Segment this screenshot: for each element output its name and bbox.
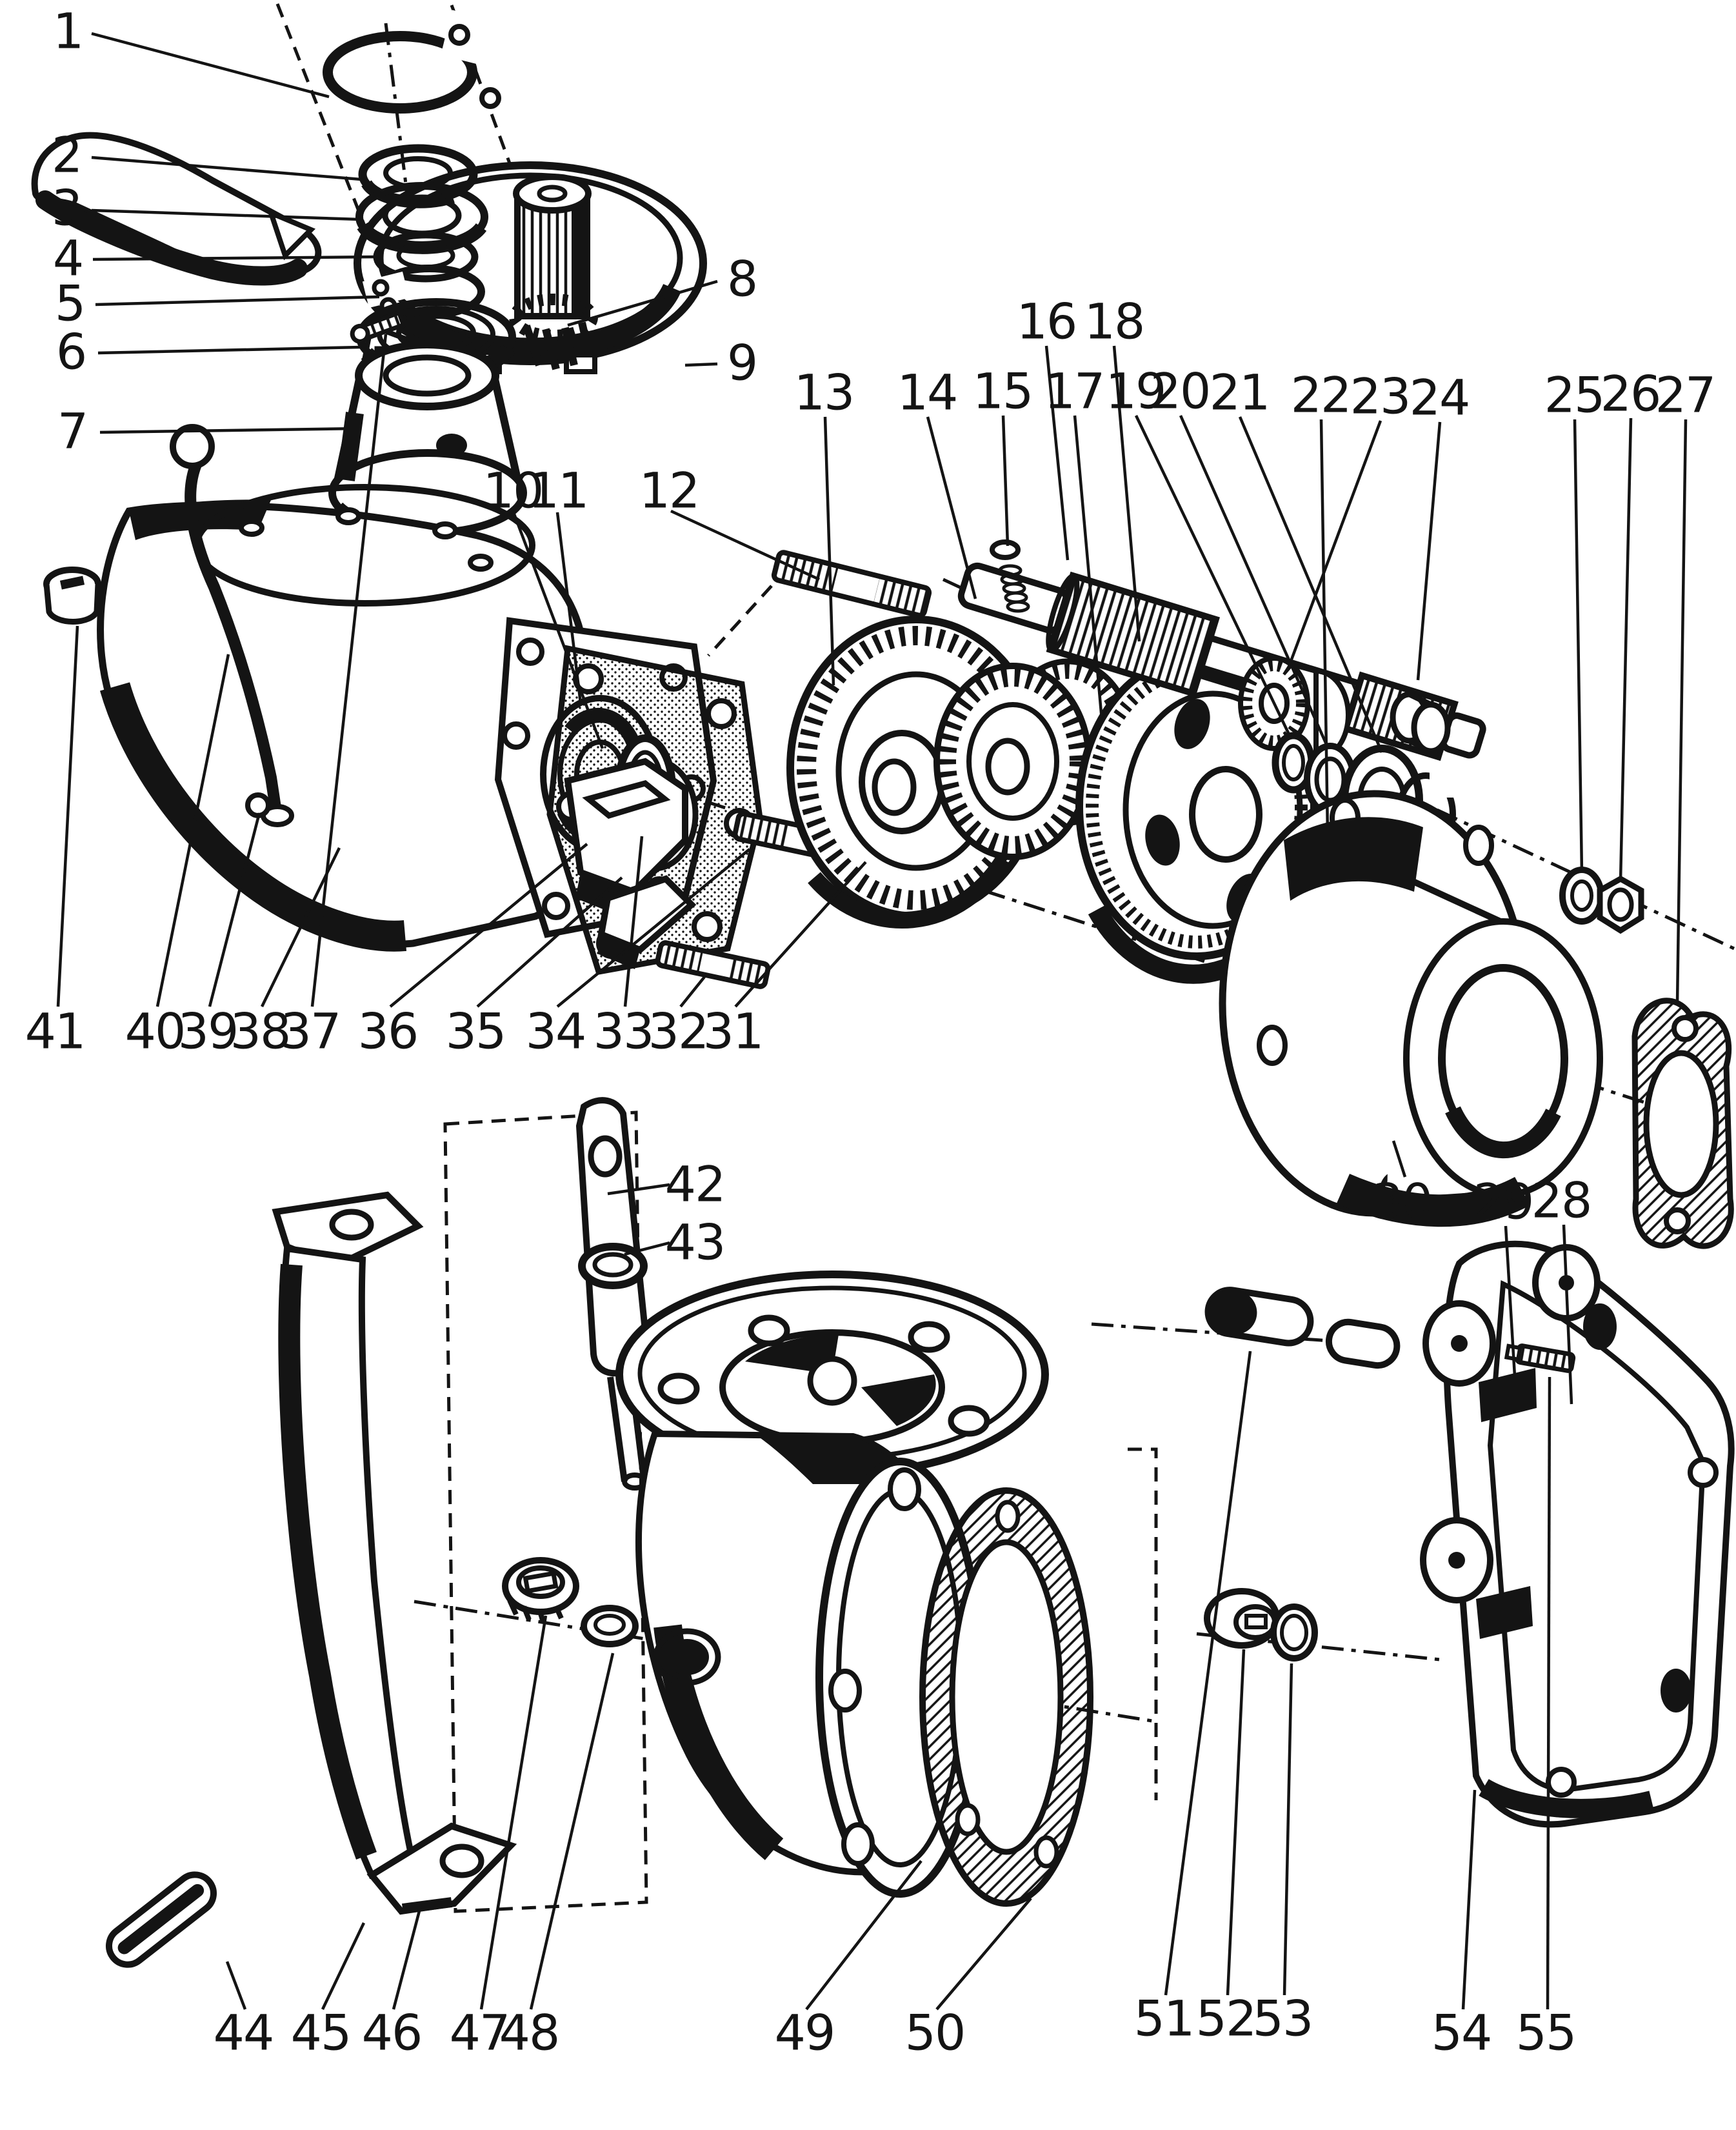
part-label-2: 2 xyxy=(52,126,81,184)
part-label-10: 10 xyxy=(483,462,543,519)
part-label-51: 51 xyxy=(1134,1990,1194,2047)
selector-rod-40 xyxy=(170,424,294,827)
part-label-54: 54 xyxy=(1432,2004,1492,2062)
part-label-16: 16 xyxy=(1017,293,1077,350)
part-number-labels: 1 2 3 4 5 6 7 8 9 10 11 12 13 14 15 16 1… xyxy=(25,3,1717,2062)
part-label-27: 27 xyxy=(1655,367,1715,424)
part-label-6: 6 xyxy=(56,323,86,381)
pivot-pin-39 xyxy=(245,792,271,818)
part-label-32: 32 xyxy=(648,1003,708,1060)
part-label-13: 13 xyxy=(794,364,854,421)
part-label-8: 8 xyxy=(727,250,757,308)
drain-plug-41 xyxy=(43,567,101,625)
o-ring-53 xyxy=(1270,1603,1318,1662)
part-label-1: 1 xyxy=(53,3,83,60)
pump-housing-49 xyxy=(615,1271,1049,1898)
part-label-14: 14 xyxy=(897,364,957,421)
part-label-4: 4 xyxy=(53,230,83,287)
part-label-35: 35 xyxy=(446,1003,506,1060)
part-label-23: 23 xyxy=(1350,368,1410,425)
part-label-37: 37 xyxy=(281,1003,341,1060)
part-label-38: 38 xyxy=(230,1003,290,1060)
part-label-45: 45 xyxy=(291,2004,351,2062)
part-label-24: 24 xyxy=(1410,369,1470,427)
part-label-40: 40 xyxy=(125,1003,185,1060)
part-label-26: 26 xyxy=(1601,365,1661,423)
part-label-5: 5 xyxy=(55,275,85,332)
kickstart-pinion xyxy=(509,174,598,370)
filler-plug-47 xyxy=(502,1557,579,1623)
part-label-12: 12 xyxy=(639,462,699,519)
flange-gasket-27 xyxy=(1631,998,1734,1249)
part-label-41: 41 xyxy=(25,1003,85,1060)
washer-25 xyxy=(1559,867,1604,925)
plug-seal-48 xyxy=(581,1605,639,1647)
part-label-33: 33 xyxy=(594,1003,653,1060)
part-label-42: 42 xyxy=(665,1156,725,1213)
part-label-21: 21 xyxy=(1210,364,1270,421)
part-label-36: 36 xyxy=(358,1003,418,1060)
selector-lever-45 xyxy=(272,1191,517,1915)
part-label-7: 7 xyxy=(57,403,87,460)
part-label-39: 39 xyxy=(178,1003,238,1060)
end-cover-54 xyxy=(1420,1240,1735,1828)
lock-screw-37 xyxy=(350,310,406,344)
detent-spring-15 xyxy=(990,539,1030,613)
circlip-1 xyxy=(323,10,534,114)
part-label-15: 15 xyxy=(973,363,1033,420)
part-label-47: 47 xyxy=(450,2004,510,2062)
part-label-19: 19 xyxy=(1106,363,1166,420)
part-label-29: 29 xyxy=(1473,1173,1533,1231)
part-label-44: 44 xyxy=(214,2004,274,2062)
pin-seal-ring-43 xyxy=(578,1243,648,1289)
part-label-18: 18 xyxy=(1084,293,1144,350)
kickstart-claw-arm xyxy=(31,132,322,286)
part-label-25: 25 xyxy=(1544,367,1604,424)
part-label-28: 28 xyxy=(1531,1172,1591,1229)
leader-lines xyxy=(56,32,1688,2011)
part-label-55: 55 xyxy=(1516,2004,1576,2062)
part-label-46: 46 xyxy=(362,2004,422,2062)
part-label-43: 43 xyxy=(665,1214,725,1271)
part-label-49: 49 xyxy=(775,2004,835,2062)
part-label-31: 31 xyxy=(703,1003,763,1060)
cover-gasket-50 xyxy=(919,1487,1093,1907)
part-label-52: 52 xyxy=(1196,1990,1256,2047)
part-label-34: 34 xyxy=(526,1003,586,1060)
nut-26 xyxy=(1597,875,1644,934)
part-label-22: 22 xyxy=(1291,367,1351,424)
o-ring-19 xyxy=(1272,732,1315,794)
stud-32 xyxy=(655,940,771,989)
part-label-53: 53 xyxy=(1253,1990,1313,2047)
part-label-11: 11 xyxy=(528,462,588,519)
bearing-flange-30 xyxy=(1219,790,1603,1227)
dowel-pin-51 xyxy=(1204,1287,1314,1347)
part-label-20: 20 xyxy=(1150,363,1210,420)
part-label-48: 48 xyxy=(499,2004,559,2062)
part-label-9: 9 xyxy=(727,334,757,392)
shift-fork-guide xyxy=(564,758,697,969)
part-label-17: 17 xyxy=(1044,363,1104,420)
stud-12 xyxy=(771,550,932,618)
part-label-3: 3 xyxy=(52,179,81,237)
roll-pin-44 xyxy=(105,1871,217,1968)
part-label-50: 50 xyxy=(905,2004,965,2062)
part-label-30: 30 xyxy=(1372,1173,1432,1231)
dowel-pin-small xyxy=(1325,1318,1401,1369)
spacer-24 xyxy=(1390,691,1451,754)
